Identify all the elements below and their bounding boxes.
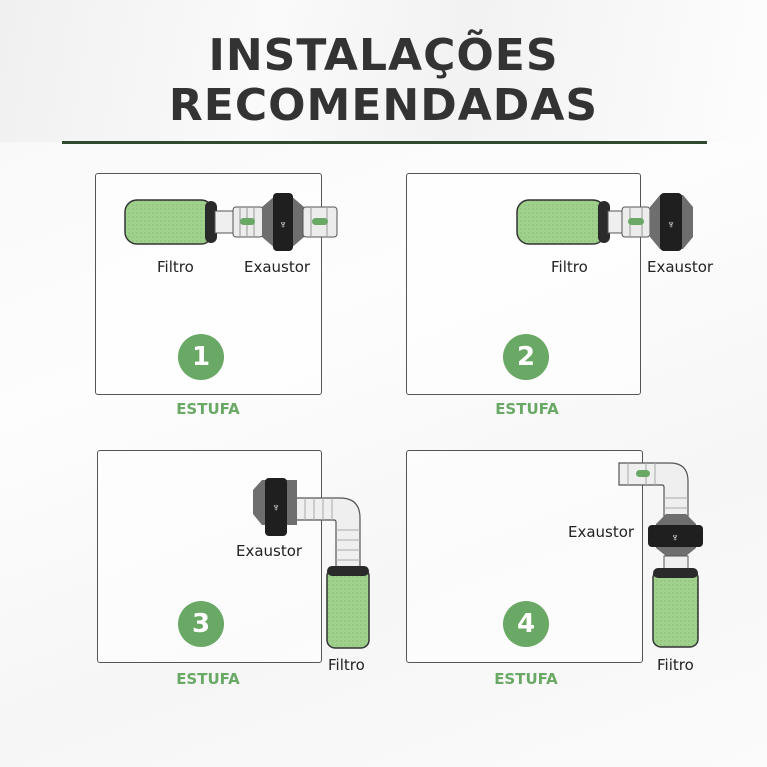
- filter-icon: [326, 566, 370, 649]
- duct-clamp-icon: [232, 206, 264, 238]
- step-number-badge: 2: [503, 334, 549, 380]
- room-label: ESTUFA: [495, 400, 559, 418]
- room-label: ESTUFA: [176, 400, 240, 418]
- svg-text:♆: ♆: [279, 219, 287, 231]
- exhaust-fan-icon: [660, 193, 682, 251]
- filter-icon: [652, 568, 699, 648]
- filter-icon: [124, 199, 217, 245]
- exhaust-fan-icon: [273, 193, 293, 251]
- exhaust-label: Exaustor: [647, 258, 714, 276]
- filter-label: Filtro: [328, 656, 365, 674]
- exhaust-label: Exaustor: [236, 542, 303, 560]
- svg-text:♆: ♆: [671, 532, 679, 544]
- exhaust-label: Exaustor: [568, 523, 635, 541]
- exhaust-fan-icon: [265, 478, 287, 536]
- header-background: [0, 0, 767, 142]
- filter-label: Filtro: [157, 258, 194, 276]
- svg-text:♆: ♆: [667, 219, 675, 231]
- room-label: ESTUFA: [494, 670, 558, 688]
- step-number-badge: 4: [503, 601, 549, 647]
- filter-label: Fiitro: [657, 656, 694, 674]
- filter-label: Filtro: [551, 258, 588, 276]
- duct-clamp-icon: [302, 206, 338, 238]
- exhaust-label: Exaustor: [244, 258, 311, 276]
- page-title-line2: RECOMENDADAS: [168, 80, 599, 131]
- room-label: ESTUFA: [176, 670, 240, 688]
- step-number-badge: 1: [178, 334, 224, 380]
- title-divider: [62, 141, 707, 144]
- exhaust-fan-icon: [648, 525, 703, 547]
- page-title-line1: INSTALAÇÕES: [208, 30, 559, 81]
- step-number-badge: 3: [178, 601, 224, 647]
- flexible-duct-icon: [618, 462, 689, 521]
- svg-text:♆: ♆: [272, 502, 280, 514]
- filter-icon: [516, 199, 610, 245]
